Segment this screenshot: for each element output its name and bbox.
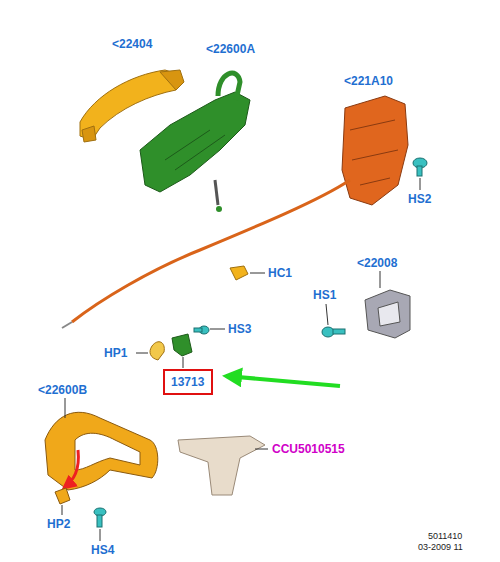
door-latch bbox=[342, 96, 408, 205]
cable-clip bbox=[230, 266, 248, 280]
highlight-box: 13713 bbox=[163, 369, 213, 395]
screw bbox=[94, 508, 106, 527]
screw bbox=[413, 158, 427, 176]
fitting-arrow bbox=[64, 450, 78, 488]
callout-number: HS3 bbox=[228, 322, 251, 336]
striker bbox=[365, 290, 410, 338]
part-number: 13713 bbox=[171, 375, 205, 389]
date-code: 03-2009 11 bbox=[418, 542, 463, 553]
callout-number: HP2 bbox=[47, 517, 70, 531]
callout-number: HC1 bbox=[268, 266, 292, 280]
callout-number: HS1 bbox=[313, 288, 336, 302]
handle-carrier bbox=[140, 73, 250, 212]
callout-number: HS4 bbox=[91, 543, 114, 557]
release-cable bbox=[72, 180, 350, 322]
pointer-arrow bbox=[226, 376, 340, 386]
screw bbox=[322, 327, 345, 337]
blanking-plug bbox=[150, 342, 164, 360]
inner-handle-bezel bbox=[45, 412, 158, 490]
callout-number: HS2 bbox=[408, 192, 431, 206]
part-number: CCU5010515 bbox=[272, 442, 345, 456]
part-number: <22008 bbox=[357, 256, 397, 270]
part-number: <221A10 bbox=[344, 74, 393, 88]
figure-number: 5011410 bbox=[428, 531, 462, 542]
screw bbox=[194, 326, 209, 334]
retaining-clip bbox=[172, 334, 192, 356]
cap bbox=[55, 488, 70, 504]
trim-cover bbox=[178, 436, 265, 495]
part-number: <22600A bbox=[206, 42, 255, 56]
part-number: <22404 bbox=[112, 37, 152, 51]
callout-number: HP1 bbox=[104, 346, 127, 360]
part-number: <22600B bbox=[38, 383, 87, 397]
